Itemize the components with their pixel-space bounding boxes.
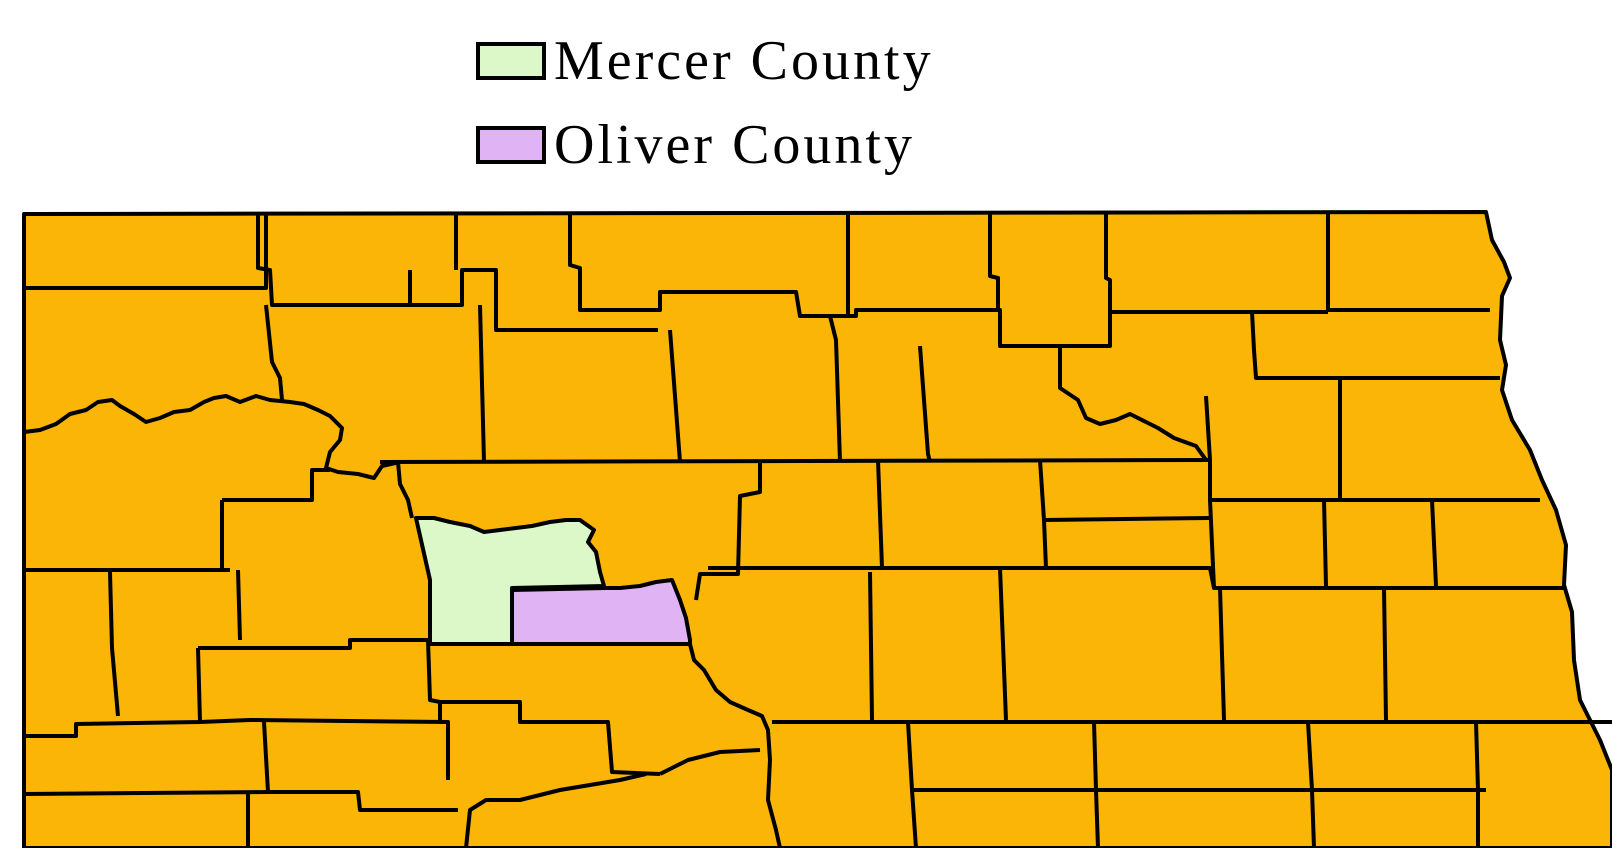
oliver-county [510,578,692,646]
map-legend: Mercer County Oliver County [476,30,934,202]
state-outline [22,210,1612,848]
legend-item-mercer-county: Mercer County [476,30,934,118]
oliver-county-swatch [476,126,546,164]
legend-item-oliver-county: Oliver County [476,114,934,202]
county-boundaries [23,214,1612,848]
legend-label-mercer-county: Mercer County [554,30,934,92]
legend-label-oliver-county: Oliver County [554,114,915,176]
mercer-county-swatch [476,42,546,80]
